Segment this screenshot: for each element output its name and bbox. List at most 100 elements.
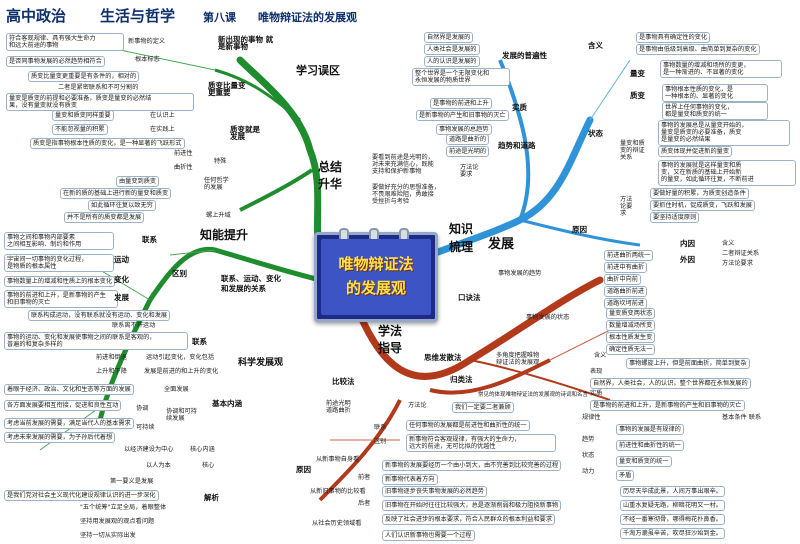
- node-xietiao: 协调: [136, 405, 149, 412]
- node-motive: 动力: [582, 468, 595, 475]
- node-p3: 不经一番寒彻骨，哪得梅花扑鼻香。: [620, 514, 725, 526]
- branch-label-summary-1: 总结: [318, 160, 343, 174]
- green-branch-misc: [214, 68, 301, 122]
- node-s1: 量变质变两状态: [606, 308, 656, 320]
- branch-label-summary-2: 升华: [318, 177, 343, 191]
- node-p4: 千淘万漉虽辛苦，吹尽狂沙始到金。: [620, 528, 725, 540]
- node-former: 前者: [358, 474, 371, 481]
- node-zb2b: 世界上任何事物的变化， 都是量变和质变的统一: [662, 102, 768, 121]
- node-zk4: 并不是所有的质变都是发展: [64, 212, 145, 224]
- node-core-meaning: 核心内涵: [190, 446, 215, 453]
- node-ff1: 要做好量的积累，为质变创造条件: [650, 188, 749, 200]
- page-header: 高中政治 生活与哲学 第八课 唯物辩证法的发展观: [0, 0, 800, 26]
- node-bright-road: 前途光明 道路曲折: [326, 400, 351, 415]
- branch-label-method-1: 学法: [378, 324, 403, 338]
- node-c4: 考虑未来发展的需要，为子孙后代着想: [4, 432, 116, 444]
- node-bianhua: 变化: [114, 275, 129, 284]
- header-book: 生活与哲学: [100, 7, 176, 25]
- node-zk2: 在新的质的基础上进行新的量变和质变: [60, 188, 172, 200]
- node-dl1: 矛盾: [616, 470, 635, 482]
- node-mnemonic: 口诀法: [458, 293, 481, 302]
- node-bx1: 自然界，人类社会，人的认识，整个世界都在永恒发展的: [590, 378, 751, 390]
- node-cb5: 旧事物逐步丧失事物发展的必然趋势: [382, 486, 487, 498]
- node-regularity: 规律性: [582, 414, 601, 421]
- node-k11: 要做好充分的思想准备， 不畏艰难险阻，勇敢接 受挫折与考验: [372, 184, 441, 206]
- red-trunk: [356, 276, 604, 380]
- node-xuefa-note: 常见的体现唯物辩证法的发展观的诗词和名言: [478, 392, 589, 398]
- node-wm1: 我们一定要二者兼顾: [452, 402, 514, 414]
- node-ff3: 要坚持适度原则: [650, 212, 700, 224]
- branch-label-development: 发展: [488, 237, 515, 252]
- node-lianxi3: 联系: [374, 424, 387, 431]
- node-internal: 内因: [680, 239, 695, 248]
- node-cb9: 人们认识新事物也需要一个过程: [382, 530, 475, 542]
- node-k8: 道路是曲折的: [446, 134, 490, 146]
- node-gl1: 事物的发展是有规律的: [616, 424, 684, 436]
- node-ren1: 量变和质变同样重要: [52, 110, 114, 122]
- node-cb3: 从新旧事物的比较看: [310, 488, 366, 495]
- node-ren2: 不能忽视量的积累: [52, 124, 108, 136]
- node-b5: 运动引起变化，变化包括: [146, 354, 215, 361]
- node-classify: 归类法: [450, 375, 473, 384]
- node-r2: 质变体现并促进新的量变: [658, 146, 733, 158]
- node-ff2: 要抓住时机，促成质变，飞跃和发展: [650, 200, 755, 212]
- node-zb3: 量变是质变的前提和必要准备，质变是量变的必然结 果，没有量变就没有质变: [6, 93, 194, 112]
- node-q3: 曲折中向前: [604, 274, 641, 286]
- node-analysis: 解析: [204, 493, 219, 502]
- node-zk1: 由量变到质变: [116, 176, 160, 188]
- node-method3: 方法论: [408, 402, 427, 409]
- node-external: 外因: [680, 255, 695, 264]
- node-c5: 以经济建设为中心: [124, 446, 174, 453]
- node-meaning2: 含义: [594, 352, 607, 359]
- node-cognition: 在认识上: [150, 112, 175, 119]
- node-r3: 事物的发展就是这样量变和质 变，又在新质的基础上开始新 的量变，如此循环往复，不…: [658, 160, 796, 186]
- node-c9: "五个统筹"立足全局，着眼整体: [80, 504, 167, 511]
- node-b6: 上升和下降: [96, 368, 127, 375]
- node-core: 核心: [202, 462, 215, 469]
- node-yundong: 运动: [114, 255, 129, 264]
- node-qb1: 新事物符合客观规律，有强大的生命力， 远大的前途，无可比拟的优越性: [406, 434, 556, 453]
- node-a1: 事物之间和事物内部要素 之间相互影响、制约和作用: [4, 232, 114, 251]
- node-tortuous: 曲折性: [174, 164, 193, 171]
- node-zk3: 如此循环往复以致无穷: [88, 200, 156, 212]
- node-k10: 要看到前途是光明的， 对未来充满信心，既能 支持和保护新事物: [372, 154, 434, 176]
- node-lianxi: 联系: [142, 235, 157, 244]
- node-multi-angle: 多角度把握唯物 辩证法的发展观: [496, 352, 540, 367]
- green-thin-3: [99, 269, 151, 301]
- node-a4: 事物的前进和上升，是新事物的产生 和旧事物的灭亡: [4, 290, 118, 309]
- blue-thin-1: [589, 59, 631, 121]
- green-thin-2: [169, 249, 216, 256]
- node-methodology2: 方法 论要 求: [620, 196, 633, 218]
- node-hy-t: 事物螺旋上升，但是前面曲折，简单到复杂: [626, 358, 750, 370]
- branch-label-knowledge-1: 知识: [449, 222, 474, 236]
- node-hy3: 方法论要求: [722, 260, 753, 267]
- node-relation: 联系、运动、变化 和发展的关系: [221, 274, 281, 293]
- node-zb1: 质变比量变更重要是有条件的，相对的: [28, 71, 140, 83]
- node-cb2: 新事物的发展要经历一个由小到大，由不完善到比较完善的过程: [382, 460, 562, 472]
- node-s3: 根本性质发生变: [606, 332, 656, 344]
- node-divergent: 思维发散法: [424, 353, 462, 362]
- node-c1: 着眼于经济、政治、文化和生态等方面的发展: [4, 384, 134, 396]
- center-board: 唯物辩证法 的发展观: [314, 228, 438, 322]
- node-fazhan: 发展: [114, 293, 129, 302]
- node-b1: 联系构成运动，没有联系就没有运动、变化和发展: [28, 310, 171, 322]
- node-universality: 发展的普遍性: [502, 51, 547, 60]
- node-lx1: 任何事物的发展都是前进性和曲折性的统一: [406, 420, 530, 432]
- node-k6: 是新事物的产生和旧事物的灭亡: [416, 110, 509, 122]
- header-unit: 第八课: [203, 11, 236, 24]
- node-progress: 前进性: [174, 150, 193, 157]
- node-p1: 历尽天华成此景，人间万事出艰辛。: [620, 486, 725, 498]
- node-k3: 人的认识是发展的: [424, 56, 480, 68]
- node-k4: 整个世界是一个无限变化和 永恒发展的物质世界: [412, 68, 510, 87]
- node-reason2: 原因: [296, 465, 311, 474]
- node-compare: 比较法: [332, 377, 355, 386]
- node-methodology: 方法论 要求: [460, 164, 479, 179]
- node-dialectic: 量变和质 变的辩证 关系: [620, 140, 645, 162]
- node-qubie: 区别: [172, 269, 187, 278]
- node-lianxi2: 联系: [192, 337, 207, 346]
- node-k1: 自然界是发展的: [424, 32, 474, 44]
- red-thin-1: [549, 329, 611, 361]
- node-kechixu: 可持续: [136, 424, 155, 431]
- node-state3: 状态: [582, 452, 595, 459]
